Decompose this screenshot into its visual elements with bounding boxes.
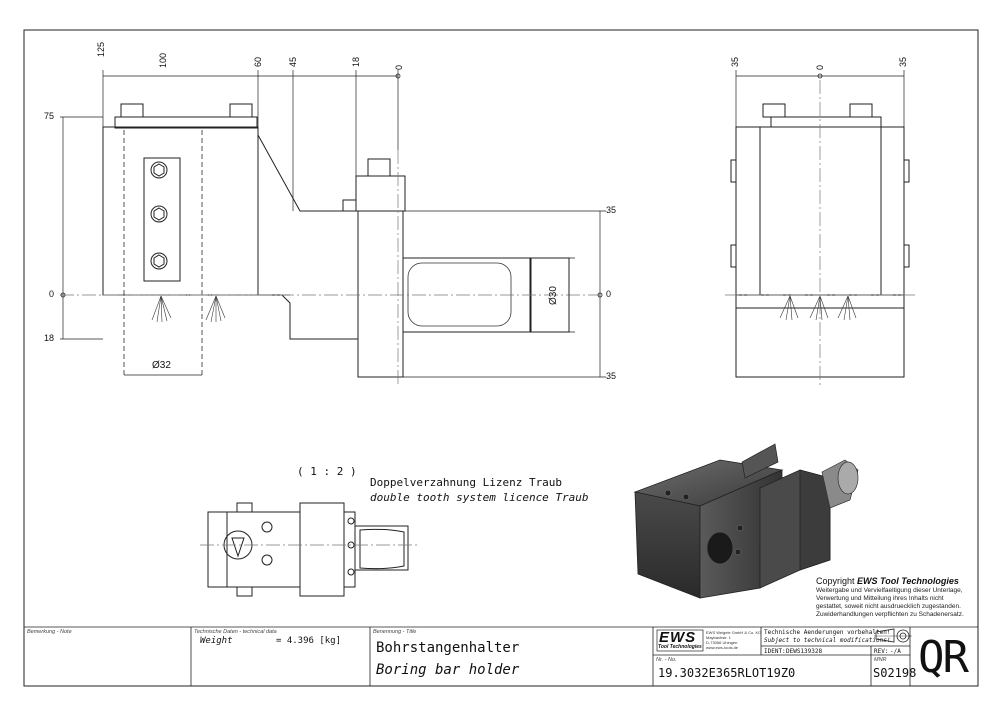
dim-35-bottom: 35 <box>606 371 617 381</box>
nr-value: 19.3032E365RLOT19Z0 <box>658 666 796 680</box>
title-de: Bohrstangenhalter <box>376 640 520 656</box>
side-view <box>725 80 915 385</box>
mnr-value: S02198 <box>873 666 917 680</box>
tech-data-label: Technische Daten - technical data <box>194 629 277 635</box>
copyright-line-4: Zuwiderhandlungen verpflichten zu Schade… <box>816 611 964 618</box>
qr-label: QR <box>918 632 969 683</box>
dim-100: 100 <box>158 52 168 68</box>
remark-label: Bemerkung - Note <box>27 629 72 635</box>
ews-logo-box <box>656 629 704 652</box>
note-de: Doppelverzahnung Lizenz Traub <box>370 476 563 489</box>
note-en: double tooth system licence Traub <box>370 491 589 504</box>
change-note-de: Technische Aenderungen vorbehalten! <box>764 629 891 636</box>
ident-label: IDENT: <box>764 648 786 655</box>
dim-75: 75 <box>44 111 55 121</box>
dim-dia-30: Ø30 <box>548 286 559 305</box>
side-dim-0: 0 <box>815 64 825 70</box>
isometric-view <box>633 443 859 599</box>
copyright-brand: EWS Tool Technologies <box>857 576 959 586</box>
ews-logo-sub: Tool Technologies <box>658 644 702 650</box>
dim-0-left: 0 <box>49 289 55 299</box>
title-label: Benennung - Title <box>373 629 417 635</box>
side-dim-35-left: 35 <box>730 56 740 67</box>
weight-label: Weight <box>200 636 233 646</box>
weight-value: = 4.396 [kg] <box>276 636 342 646</box>
copyright-prefix: Copyright <box>816 576 858 586</box>
copyright-line-1: Weitergabe und Vervielfaeltigung dieser … <box>816 587 963 594</box>
company-line-1: EWS Weigele GmbH & Co. KG <box>706 630 762 635</box>
dim-0-top: 0 <box>394 64 404 70</box>
dim-0-right: 0 <box>606 289 612 299</box>
company-line-2: Maybachstr. 1 <box>706 635 731 640</box>
nr-label: Nr. - No. <box>656 657 677 663</box>
mnr-label: MNR <box>874 657 887 663</box>
title-block <box>24 626 978 686</box>
front-view <box>60 103 600 385</box>
dim-45: 45 <box>288 56 298 67</box>
rev-label: REV: <box>874 648 889 655</box>
copyright-line-3: gestattet, soweit nicht ausdruecklich zu… <box>816 603 961 610</box>
title-en: Boring bar holder <box>376 662 520 678</box>
copyright-title: Copyright EWS Tool Technologies <box>816 576 959 586</box>
dim-18: 18 <box>351 56 361 67</box>
ident-value: DEWS139328 <box>786 648 823 655</box>
copyright-line-2: Verwertung und Mitteilung ihres Inhalts … <box>816 595 944 602</box>
ews-logo: EWS <box>659 629 697 646</box>
top-view-scale <box>200 502 420 597</box>
side-dim-35-right: 35 <box>898 56 908 67</box>
dim-60: 60 <box>253 56 263 67</box>
company-line-3: D-73066 Uhingen <box>706 640 738 645</box>
dim-35-top: 35 <box>606 205 617 215</box>
dim-dia-32: Ø32 <box>152 360 171 371</box>
scale-label: ( 1 : 2 ) <box>297 465 357 478</box>
rev-value: -/A <box>890 648 901 655</box>
change-note-en: Subject to technical modifications! <box>764 637 891 644</box>
dim-18-left: 18 <box>44 333 55 343</box>
company-line-4: www.ews-tools.de <box>706 645 739 650</box>
dim-125: 125 <box>96 41 106 57</box>
